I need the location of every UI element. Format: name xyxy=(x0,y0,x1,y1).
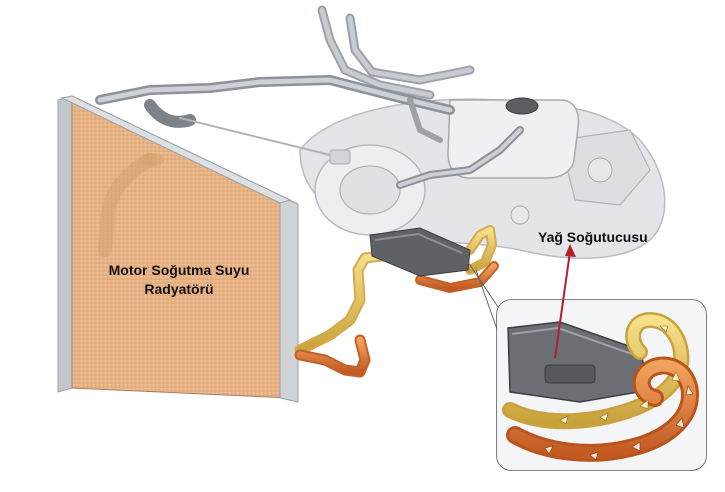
radiator-label-line1: Motor Soğutma Suyu xyxy=(108,262,250,278)
pointer-arrow xyxy=(554,244,576,359)
radiator-label-line2: Radyatörü xyxy=(144,281,214,297)
radiator-label: Motor Soğutma Suyu Radyatörü xyxy=(84,261,274,299)
flow-arrows-orange xyxy=(544,385,694,461)
oil-cooler-label: Yağ Soğutucusu xyxy=(538,229,648,245)
oil-cooler xyxy=(369,227,471,277)
engine-radiator xyxy=(57,95,299,403)
flow-arrows xyxy=(559,325,681,425)
oil-cooler-detail-inset xyxy=(496,244,707,471)
callout-lines xyxy=(467,261,501,333)
coolant-hoses xyxy=(95,5,524,189)
